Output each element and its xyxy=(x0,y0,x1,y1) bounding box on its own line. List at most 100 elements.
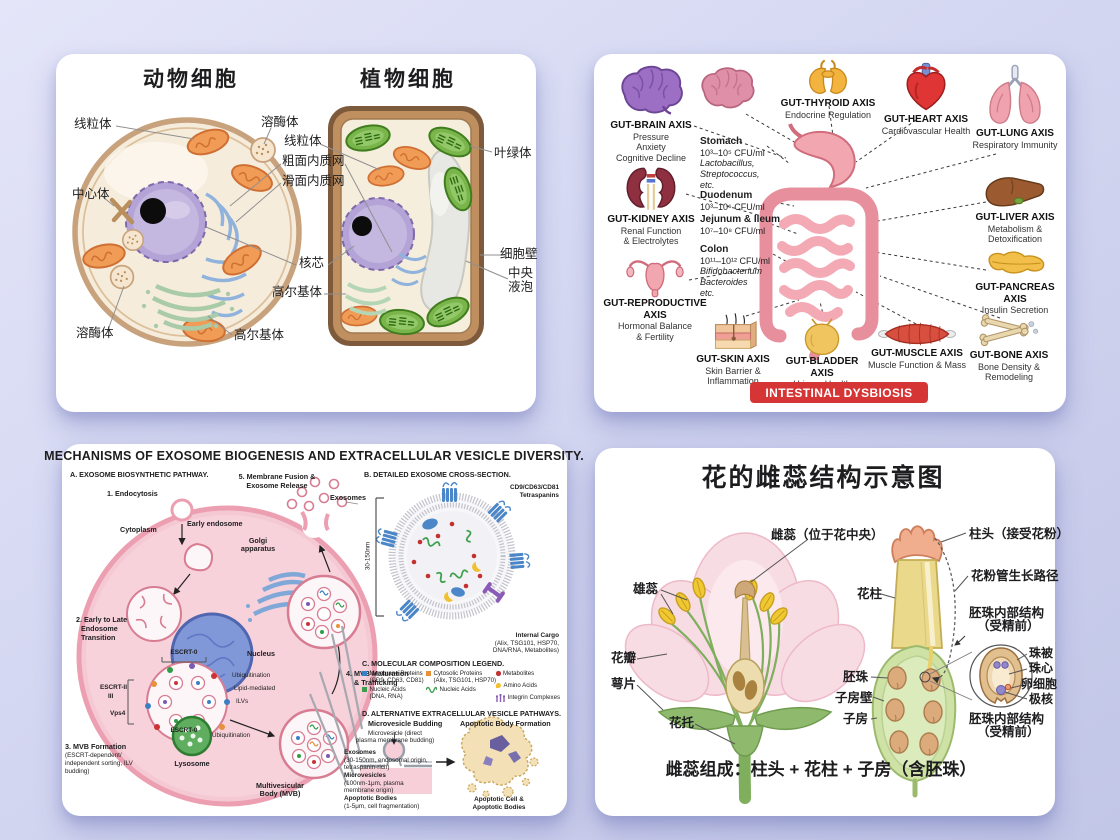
plant-cell-title: 植物细胞 xyxy=(360,68,456,91)
label-lipid-mediated: Lipid-mediated xyxy=(234,685,276,692)
label-ilvs: ILVs xyxy=(236,698,249,705)
label-microvesicle: plasma membrane budding) xyxy=(355,737,435,744)
label-ubiquitination: Ubiquitination xyxy=(212,732,251,739)
label-tetraspanins: CD9/CD63/CD81 xyxy=(509,484,559,491)
legend-membrane-proteins: Membrane Proteins(CD9, CD63, CD81) xyxy=(362,670,424,684)
axis-title: GUT-BLADDER AXIS xyxy=(785,356,859,379)
axis-title: GUT-LUNG AXIS xyxy=(976,128,1054,139)
label-ovule-structure-top: 胚珠内部结构 xyxy=(969,606,1045,620)
legend-integrin-complexes: Integrin Complexes xyxy=(496,694,560,702)
label-early-endosome: Early endosome xyxy=(187,519,243,528)
card-animal-plant-cell: 动物细胞 植物细胞 线粒体 溶酶体 中心体 溶酶体 线粒体 粗面内质网 滑面内质… xyxy=(56,54,538,412)
ev-type-microvesicles-desc: (100nm-1μm, plasma xyxy=(344,780,404,787)
label-mitochondria: 线粒体 xyxy=(74,117,112,131)
label-golgi-bottom: 高尔基体 xyxy=(234,328,285,342)
axis-title: GUT-KIDNEY AXIS xyxy=(607,214,695,225)
bladder-icon xyxy=(804,318,840,356)
ev-type-exosomes-desc: (30-150nm, endosomal origin, xyxy=(344,757,428,764)
label-mvb-formation: 3. MVB Formation xyxy=(65,742,127,751)
brain-icon xyxy=(621,65,683,115)
legend-nucleic-acids-rna: Nucleic Acids xyxy=(426,686,476,693)
card-gut-axes: GUT-BRAIN AXIS Pressure Anxiety Cognitiv… xyxy=(594,54,1066,412)
label-lysosome-bottom: 溶酶体 xyxy=(76,326,114,340)
axis-title: GUT-BONE AXIS xyxy=(969,350,1049,361)
label-receptacle: 花托 xyxy=(669,716,695,730)
label-chloroplast: 叶绿体 xyxy=(494,146,532,160)
axis-title: GUT-THYROID AXIS xyxy=(780,98,876,109)
label-polar-nuclei: 极核 xyxy=(1029,692,1054,706)
label-microvesicle-budding: Microvesicle Budding xyxy=(368,719,443,728)
legend-nucleic-acids-dna: Nucleic Acids(DNA, RNA) xyxy=(362,686,406,700)
section-a-heading: A. EXOSOME BIOSYNTHETIC PATHWAY. xyxy=(70,470,209,479)
label-apoptotic-cell: Apoptotic Cell & xyxy=(474,796,524,803)
region-colon: Colon 10¹¹–10¹² CFU/ml Bifidobacterium B… xyxy=(700,244,771,298)
label-ovary: 子房 xyxy=(843,712,869,726)
label-vps4: Vps4 xyxy=(110,710,126,717)
blue-square-swatch xyxy=(362,671,367,676)
flower-diagram-art xyxy=(624,525,1033,804)
label-central-vacuole: 液泡 xyxy=(508,280,534,294)
section-d-heading: D. ALTERNATIVE EXTRACELLULAR VESICLE PAT… xyxy=(362,709,561,718)
green-squiggle-swatch xyxy=(426,686,437,693)
label-internal-cargo-desc: DNA/RNA, Metabolites) xyxy=(492,647,559,654)
label-mvb-maturation: & Trafficking xyxy=(354,678,398,687)
label-escrt0-bottom: ESCRT-0 xyxy=(170,727,198,734)
ev-type-microvesicles-desc: membrane origin) xyxy=(344,787,394,794)
exosome-title: MECHANISMS OF EXOSOME BIOGENESIS AND EXT… xyxy=(44,449,584,463)
label-connector-lines xyxy=(102,125,509,336)
ev-type-apoptotic: Apoptotic Bodies xyxy=(344,795,397,802)
lungs-icon xyxy=(989,64,1041,124)
label-exosomes: Exosomes xyxy=(330,493,366,502)
gut-intestines-illustration xyxy=(759,123,879,361)
axis-gut-thyroid: GUT-THYROID AXIS Endocrine Regulation xyxy=(780,58,876,120)
axis-gut-kidney: GUT-KIDNEY AXIS Renal Function & Electro… xyxy=(604,164,698,247)
orange-square-swatch xyxy=(426,671,431,676)
legend-metabolites: Metabolites xyxy=(496,670,534,677)
label-nucleolus: 核芯 xyxy=(299,256,325,270)
green-square-swatch xyxy=(362,687,367,692)
card-exosome-biogenesis: MECHANISMS OF EXOSOME BIOGENESIS AND EXT… xyxy=(44,444,584,816)
label-pollen-tube-path: 花粉管生长路径 xyxy=(971,569,1059,583)
axis-gut-muscle: GUT-MUSCLE AXIS Muscle Function & Mass xyxy=(866,320,968,370)
label-stigma: 柱头（接受花粉） xyxy=(969,527,1070,541)
label-mvb: Multivesicular xyxy=(256,781,304,790)
label-endosome-transition: Endosome xyxy=(81,624,118,633)
label-lysosome: Lysosome xyxy=(174,759,210,768)
label-golgi: apparatus xyxy=(240,544,276,553)
label-stamen: 雄蕊 xyxy=(633,582,659,596)
label-ubiquitination: Ubiquitination xyxy=(232,672,271,679)
label-apoptotic-cell: Apoptotic Bodies xyxy=(472,804,526,811)
label-lysosome-top: 溶酶体 xyxy=(261,115,299,129)
label-ovule-structure-bottom: 胚珠内部结构 xyxy=(969,712,1045,726)
axis-title: GUT-HEART AXIS xyxy=(883,114,969,125)
label-nucleus: Nucleus xyxy=(247,649,275,658)
region-jejunum-ileum: Jejunum & Ileum 10⁷–10⁸ CFU/ml xyxy=(700,214,781,236)
label-cytoplasm: Cytoplasm xyxy=(120,525,157,534)
label-mvb: Body (MVB) xyxy=(259,789,301,798)
axis-title: GUT-SKIN AXIS xyxy=(696,354,770,365)
ev-type-apoptotic-desc: (1-5μm, cell fragmentation) xyxy=(344,803,420,810)
red-dot-swatch xyxy=(496,671,501,676)
yellow-swatch xyxy=(496,683,501,688)
label-membrane-fusion: Exosome Release xyxy=(246,481,308,490)
label-mvb-formation: independent sorting, ILV xyxy=(65,760,133,767)
liver-icon xyxy=(985,177,1045,207)
axis-gut-brain: GUT-BRAIN AXIS Pressure Anxiety Cognitiv… xyxy=(604,62,698,163)
thyroid-icon xyxy=(809,59,847,94)
label-exosome-size: 30-150nm xyxy=(364,541,372,571)
label-ovule-structure-bottom: （受精前） xyxy=(977,725,1040,739)
label-mvb-formation: (ESCRT-dependent/ xyxy=(65,752,122,759)
axis-title: GUT-PANCREAS AXIS xyxy=(975,282,1055,305)
axis-gut-skin: GUT-SKIN AXIS Skin Barrier & Inflammatio… xyxy=(686,312,780,387)
cell-diagram-art xyxy=(72,106,509,347)
axis-gut-liver: GUT-LIVER AXIS Metabolism & Detoxificati… xyxy=(968,172,1062,245)
label-escrt3: III xyxy=(108,693,114,700)
label-style: 花柱 xyxy=(857,587,883,601)
label-nucellus: 珠心 xyxy=(1029,661,1054,675)
exosome-diagram-art xyxy=(76,476,539,807)
legend-cytosolic-proteins: Cytosolic Proteins(Alix, TSG101, HSP70) xyxy=(426,670,496,684)
bone-icon xyxy=(979,314,1039,347)
label-golgi: Golgi xyxy=(248,536,268,545)
label-rough-er: 粗面内质网 xyxy=(282,154,345,168)
ev-type-exosomes: Exosomes xyxy=(344,749,376,756)
